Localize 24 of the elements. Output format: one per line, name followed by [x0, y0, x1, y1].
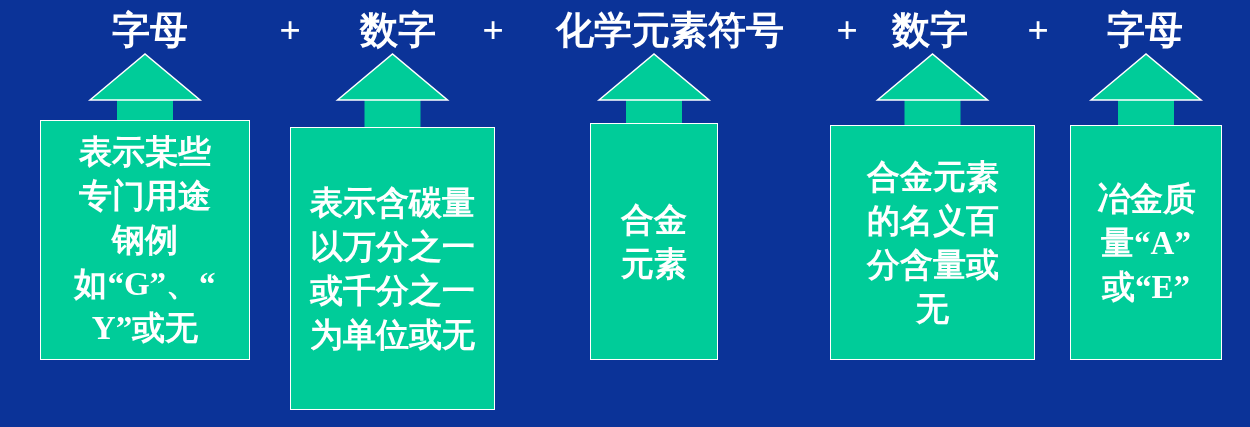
box-text: 表示某些专门用途钢例如“G”、“Y”或无: [73, 133, 217, 348]
plus-sign: +: [1027, 8, 1049, 53]
formula-term: 化学元素符号: [556, 6, 784, 54]
arrow: [336, 53, 449, 127]
formula-term: 数字: [360, 6, 436, 54]
arrow: [598, 53, 710, 123]
callout-box: [830, 125, 1035, 360]
formula-term: 数字: [892, 6, 968, 54]
arrow: [89, 53, 201, 120]
formula-term: 字母: [112, 6, 188, 54]
formula-term: 字母: [1107, 6, 1183, 54]
box-text: 合金元素的名义百分含量或无: [865, 157, 1000, 329]
plus-sign: +: [482, 8, 504, 53]
plus-sign: +: [836, 8, 858, 53]
arrow: [876, 53, 989, 125]
arrow: [1090, 53, 1202, 125]
callout-box: [290, 127, 495, 410]
box-text: 合金元素: [620, 200, 688, 284]
callout-box: [1070, 125, 1222, 360]
box-text: 表示含碳量以万分之一或千分之一为单位或无: [308, 183, 476, 355]
box-text: 冶金质量“A”或“E”: [1095, 179, 1197, 307]
callout-box: [40, 120, 250, 360]
callout-box: [590, 123, 718, 360]
plus-sign: +: [279, 8, 301, 53]
